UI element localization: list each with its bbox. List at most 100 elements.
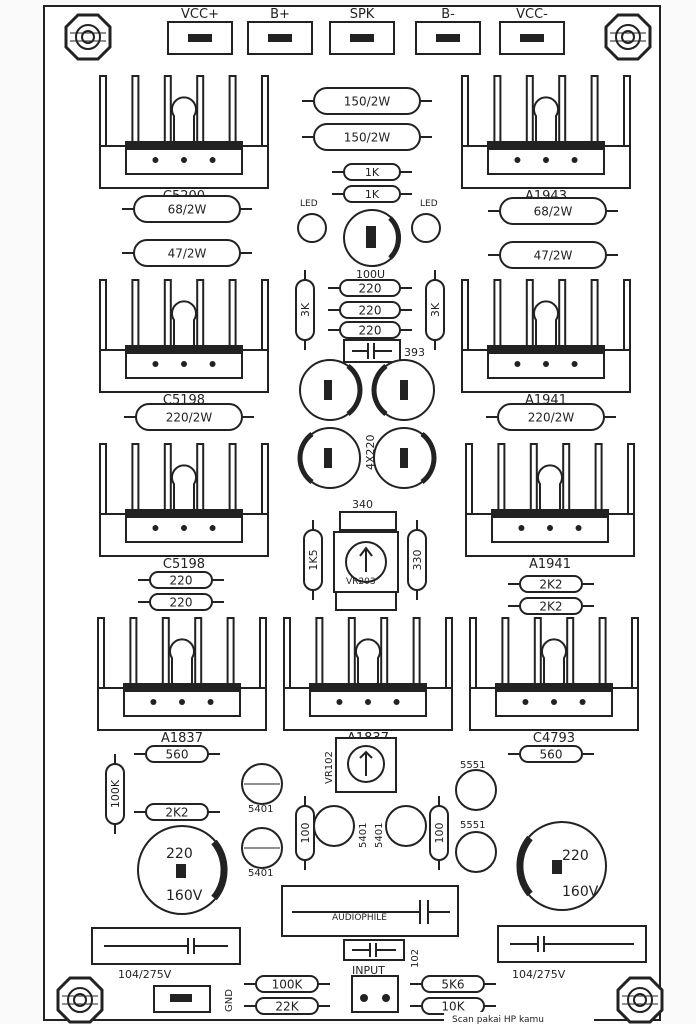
header-connector-label: SPK bbox=[350, 7, 375, 22]
capacitor-4x220: 4X220 bbox=[297, 359, 437, 489]
input-label: INPUT bbox=[352, 964, 385, 977]
capacitor-audiophile: AUDIOPHILE bbox=[281, 885, 459, 937]
resistor-label: 2K2 bbox=[165, 805, 188, 819]
resistor-label: 2K2 bbox=[539, 577, 562, 591]
resistor-r220c: 220 bbox=[328, 321, 412, 339]
c220-left-top-label: 220 bbox=[166, 846, 193, 862]
resistor-label: 330 bbox=[411, 550, 424, 571]
heatsinks: C5200A1943C5198A1941C5198A1941A1837A1837… bbox=[97, 75, 639, 746]
capacitor-104-275v-right: 104/275V bbox=[497, 925, 647, 981]
t5401d-label: 5401 bbox=[374, 823, 385, 848]
capacitor-220-160v-right: 220 160V bbox=[516, 821, 607, 911]
c4x220-label: 4X220 bbox=[364, 434, 377, 470]
c100u-label: 100U bbox=[356, 268, 385, 281]
heatsink-row2_left: C5198 bbox=[99, 279, 269, 408]
resistor-label: 560 bbox=[540, 747, 563, 761]
resistor-r2k2a: 2K2 bbox=[508, 575, 594, 593]
resistor-r2k2b: 2K2 bbox=[508, 597, 594, 615]
resistor-r47r: 47/2W bbox=[488, 241, 618, 269]
resistor-label: 220 bbox=[170, 573, 193, 587]
resistor-r1ka: 1K bbox=[332, 163, 412, 181]
resistor-label: 220/2W bbox=[166, 410, 213, 424]
c220-left-bottom-label: 160V bbox=[166, 888, 203, 904]
transistor-5551-a: 5551 bbox=[455, 760, 497, 811]
resistor-label: 1K bbox=[365, 188, 380, 201]
audiophile-label: AUDIOPHILE bbox=[332, 913, 387, 923]
heatsink-label: C5198 bbox=[163, 557, 205, 572]
resistor-r150a: 150/2W bbox=[302, 87, 432, 115]
resistor-label: 22K bbox=[275, 999, 299, 1013]
led-right-label: LED bbox=[420, 199, 438, 209]
transistor-5551-b: 5551 bbox=[455, 820, 497, 873]
resistor-r330: 330 bbox=[407, 520, 427, 600]
heatsink-label: A1837 bbox=[161, 731, 203, 746]
heatsink-row3_left: C5198 bbox=[99, 443, 269, 572]
resistor-label: 5K6 bbox=[441, 977, 464, 991]
t5551a-label: 5551 bbox=[460, 760, 485, 771]
mount-hole-icon bbox=[616, 976, 664, 1024]
led-right: LED bbox=[411, 199, 441, 243]
heatsink-row4_right: C4793 bbox=[469, 617, 639, 746]
c393-label: 393 bbox=[404, 346, 425, 359]
capacitor-104-275v-left: 104/275V bbox=[91, 927, 241, 981]
gnd-label: GND bbox=[224, 989, 235, 1012]
capacitor-393: 393 bbox=[343, 339, 425, 363]
resistor-label: 47/2W bbox=[168, 246, 207, 260]
transistor-5401-d: 5401 bbox=[374, 805, 427, 848]
heatsink-row4_left: A1837 bbox=[97, 617, 267, 746]
resistor-r560r: 560 bbox=[508, 745, 594, 763]
capacitor-220-160v-left: 220 160V bbox=[137, 825, 228, 915]
resistor-label: 220 bbox=[359, 303, 382, 317]
resistor-r560l: 560 bbox=[134, 745, 220, 763]
header-connector: B- bbox=[415, 7, 481, 55]
vr102-label: VR102 bbox=[324, 751, 335, 784]
resistor-label: 100K bbox=[272, 977, 304, 991]
resistor-label: 2K2 bbox=[539, 599, 562, 613]
resistor-label: 150/2W bbox=[344, 130, 391, 144]
c104-right-label: 104/275V bbox=[512, 968, 566, 981]
heatsink-row1_left: C5200 bbox=[99, 75, 269, 204]
header-connector: SPK bbox=[329, 7, 395, 55]
resistor-r220e: 220 bbox=[138, 593, 224, 611]
resistor-label: 100 bbox=[299, 823, 312, 844]
header-connector-label: B- bbox=[441, 7, 455, 22]
c220-right-bottom-label: 160V bbox=[562, 884, 599, 900]
c340-label: 340 bbox=[352, 498, 373, 511]
gnd-connector: GND bbox=[153, 985, 235, 1013]
resistor-label: 1K bbox=[365, 166, 380, 179]
resistor-r100r: 100 bbox=[429, 796, 449, 870]
resistor-label: 220 bbox=[359, 281, 382, 295]
mount-hole-icon bbox=[56, 976, 104, 1024]
capacitor-102: 102 bbox=[343, 939, 421, 968]
resistor-label: 68/2W bbox=[168, 202, 207, 216]
t5401c-label: 5401 bbox=[358, 823, 369, 848]
resistor-r1k5: 1K5 bbox=[303, 520, 323, 600]
header-connector: B+ bbox=[247, 7, 313, 55]
resistor-r3k_r: 3K bbox=[425, 270, 445, 350]
resistor-label: 150/2W bbox=[344, 94, 391, 108]
resistor-label: 220 bbox=[170, 595, 193, 609]
c220-right-top-label: 220 bbox=[562, 848, 589, 864]
resistor-label: 100K bbox=[109, 779, 122, 808]
transistor-5401-c: 5401 bbox=[313, 805, 369, 848]
resistor-r3k_l: 3K bbox=[295, 270, 315, 350]
resistor-r5k6: 5K6 bbox=[410, 975, 496, 993]
c102-label: 102 bbox=[410, 949, 421, 968]
resistor-r68r: 68/2W bbox=[488, 197, 618, 225]
resistor-r220b: 220 bbox=[328, 301, 412, 319]
mount-hole-icon bbox=[64, 13, 112, 61]
resistor-label: 3K bbox=[429, 302, 442, 317]
t5401b-label: 5401 bbox=[248, 868, 273, 879]
header-connector-label: VCC+ bbox=[181, 7, 219, 22]
footer-note: Scan pakai HP kamu bbox=[444, 1012, 594, 1024]
c104-left-label: 104/275V bbox=[118, 968, 172, 981]
resistor-r220a: 220 bbox=[328, 279, 412, 297]
heatsink-row3_right: A1941 bbox=[465, 443, 635, 572]
transistor-5401-a: 5401 bbox=[241, 763, 283, 815]
resistor-r100k_b: 100K bbox=[244, 975, 330, 993]
capacitor-340: 340 bbox=[339, 498, 397, 531]
resistor-r220_2wr: 220/2W bbox=[486, 403, 616, 431]
